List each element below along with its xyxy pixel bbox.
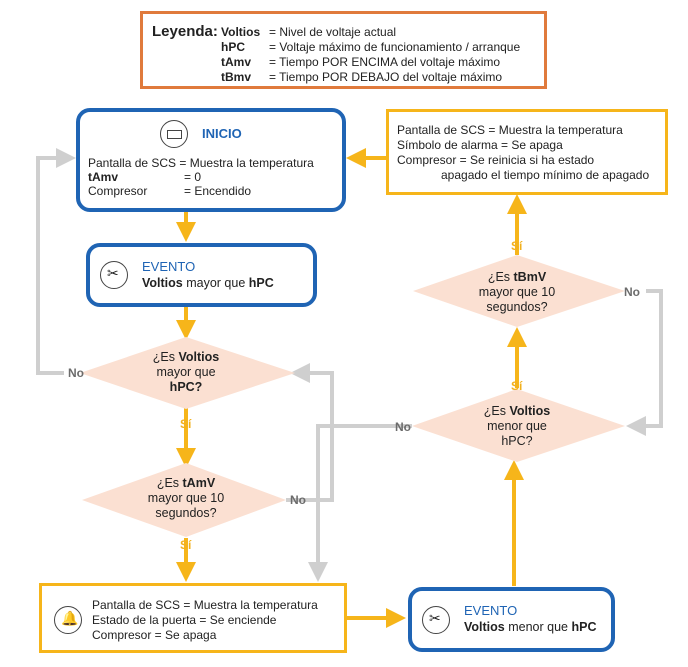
tools-icon: ✂ (100, 261, 128, 289)
legend-row: tAmv= Tiempo POR ENCIMA del voltaje máxi… (221, 55, 501, 69)
label-no: No (395, 420, 411, 434)
diamond-q1 (80, 337, 295, 409)
alarm-line3: Compresor = Se apaga (92, 628, 217, 642)
diamond-q3 (412, 389, 625, 462)
restore-state-box: Pantalla de SCS = Muestra la temperatura… (386, 109, 668, 195)
label-si: Sí (180, 417, 192, 431)
bell-icon: 🔔 (54, 606, 82, 634)
legend-title: Leyenda: (152, 23, 218, 40)
diamond-q2 (82, 463, 286, 537)
tools-icon: ✂ (422, 606, 450, 634)
inicio-line3: Compresor= Encendido (88, 184, 252, 198)
controller-icon (160, 120, 188, 148)
label-no: No (624, 285, 640, 299)
legend-row: Voltios= Nivel de voltaje actual (221, 25, 397, 39)
legend-row: hPC= Voltaje máximo de funcionamiento / … (221, 40, 521, 54)
alarm-line1: Pantalla de SCS = Muestra la temperatura (92, 598, 318, 612)
alarm-state-box: 🔔 Pantalla de SCS = Muestra la temperatu… (39, 583, 347, 653)
evento1-title: EVENTO (142, 259, 196, 274)
arrow-q4-no (626, 289, 663, 436)
restore-line4: apagado el tiempo mínimo de apagado (441, 168, 650, 182)
evento2-box: ✂ EVENTO Voltios menor que hPC (408, 587, 615, 652)
label-si: Sí (180, 538, 192, 552)
diamond-q4 (413, 255, 625, 327)
restore-line3: Compresor = Se reinicia si ha estado (397, 153, 595, 167)
label-si: Sí (511, 379, 523, 393)
evento1-box: ✂ EVENTO Voltios mayor que hPC (86, 243, 317, 307)
arrow-q2-no (286, 363, 334, 502)
evento2-title: EVENTO (464, 603, 518, 618)
inicio-line2: tAmv= 0 (88, 170, 202, 184)
arrow-q1-no (36, 148, 76, 375)
arrow-q3-no (308, 424, 412, 582)
inicio-box: INICIO Pantalla de SCS = Muestra la temp… (76, 108, 346, 212)
inicio-line1: Pantalla de SCS = Muestra la temperatura (88, 156, 314, 170)
inicio-title: INICIO (202, 126, 242, 141)
restore-line1: Pantalla de SCS = Muestra la temperatura (397, 123, 623, 137)
evento2-desc: Voltios menor que hPC (464, 620, 597, 634)
legend-row: tBmv= Tiempo POR DEBAJO del voltaje máxi… (221, 70, 503, 84)
evento1-desc: Voltios mayor que hPC (142, 276, 274, 290)
label-no: No (68, 366, 84, 380)
legend-box: Leyenda: Voltios= Nivel de voltaje actua… (140, 11, 547, 89)
alarm-line2: Estado de la puerta = Se enciende (92, 613, 277, 627)
label-no: No (290, 493, 306, 507)
restore-line2: Símbolo de alarma = Se apaga (397, 138, 563, 152)
label-si: Sí (511, 239, 523, 253)
